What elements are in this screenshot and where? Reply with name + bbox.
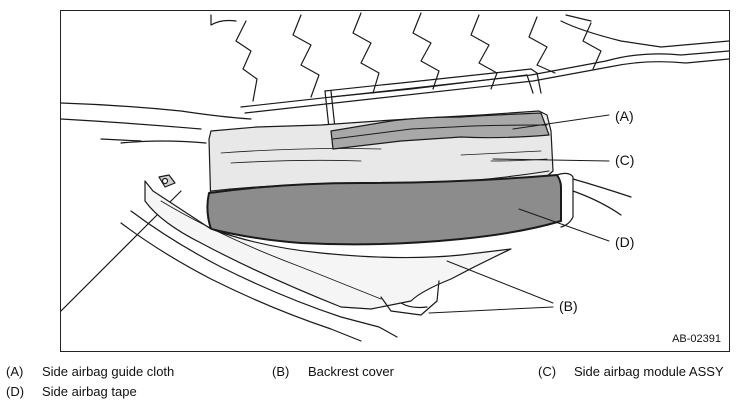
frame-rail-upper <box>240 60 607 108</box>
backrest-cover <box>144 180 512 310</box>
legend-key: (D) <box>6 384 25 399</box>
leader-c <box>492 158 610 162</box>
figure-id: AB-02391 <box>672 333 721 345</box>
leader-d <box>518 208 610 242</box>
callout-a: (A) <box>615 108 634 124</box>
callout-b: (B) <box>559 298 578 314</box>
leader-b1 <box>446 260 554 304</box>
leader-a <box>512 114 610 130</box>
callout-d: (D) <box>615 234 634 250</box>
legend-item-d: (D) Side airbag tape <box>6 384 137 399</box>
figure-frame: (A) (C) (D) (B) AB-02391 <box>60 10 730 352</box>
callout-c: (C) <box>615 152 634 168</box>
legend-key: (B) <box>272 364 290 379</box>
airbag-illustration: (A) (C) (D) (B) <box>61 12 729 342</box>
legend-key: (C) <box>538 364 557 379</box>
legend-text: Side airbag module ASSY <box>574 364 724 379</box>
legend-item-a: (A) Side airbag guide cloth <box>6 364 174 379</box>
legend-item-b: (B) Backrest cover <box>272 364 394 379</box>
leader-b2 <box>428 306 554 314</box>
legend-text: Backrest cover <box>308 364 394 379</box>
legend-key: (A) <box>6 364 24 379</box>
legend-text: Side airbag tape <box>42 384 137 399</box>
seat-spring-wires <box>210 12 602 102</box>
side-airbag-guide-cloth <box>330 112 550 150</box>
legend-text: Side airbag guide cloth <box>42 364 175 379</box>
side-airbag-tape <box>206 174 562 246</box>
legend-item-c: (C) Side airbag module ASSY <box>538 364 724 379</box>
